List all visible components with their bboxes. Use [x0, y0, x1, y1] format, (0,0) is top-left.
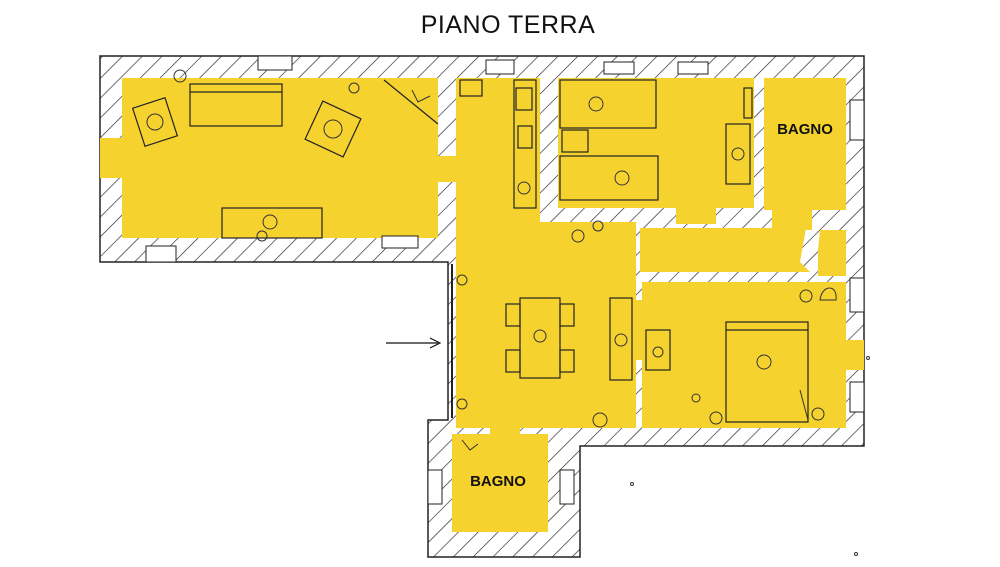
doorway-bath-east [772, 208, 812, 230]
room-living [122, 78, 438, 238]
page-title: PIANO TERRA [421, 11, 596, 39]
room-bedroom-south [642, 282, 846, 428]
openings [145, 55, 865, 505]
furniture [131, 69, 870, 556]
room-bathroom-east [764, 78, 846, 210]
doorway-living-kitchen [436, 156, 458, 182]
room-corridor-niche [818, 230, 846, 276]
doorway-living-west [100, 138, 124, 178]
entry-arrow [386, 337, 442, 349]
doorway-bedroom-north [676, 206, 716, 224]
bathroom-east-label: BAGNO [777, 121, 833, 138]
rooms [100, 78, 864, 532]
room-bathroom-south [452, 434, 548, 532]
doorway-bedroom-west [842, 340, 864, 370]
room-kitchen [456, 78, 540, 240]
bathroom-south-label: BAGNO [470, 473, 526, 490]
room-corridor [640, 228, 810, 272]
doorway-dining-bath [490, 420, 520, 438]
